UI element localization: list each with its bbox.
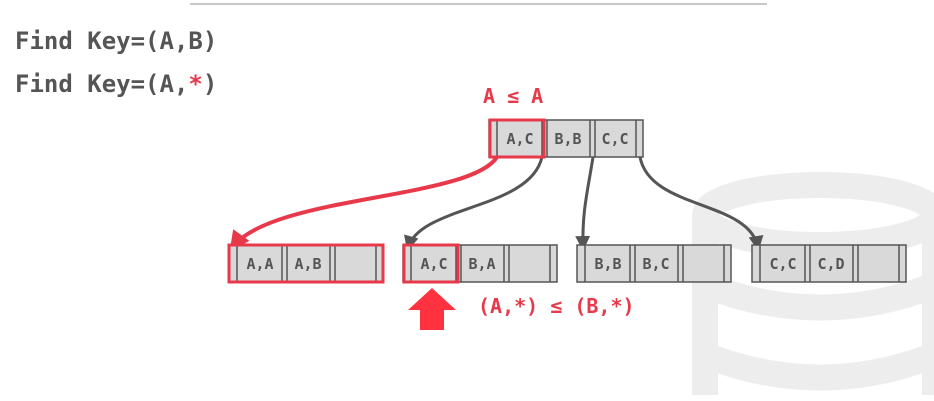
edge-root-to-leaf-1 [229,155,499,252]
query-exact: Find Key=(A,B) [15,27,218,55]
leaf-3-key-1: B,B [594,255,621,273]
edge-root-to-leaf-4 [638,156,764,251]
query-prefix: Find Key=(A,*) [15,70,217,98]
leaf-2-key-highlight [402,243,460,284]
leaf-4-key-1: C,C [769,255,796,273]
leaf-4-key-2: C,D [817,255,844,273]
query-wildcard: * [188,70,203,98]
query-prefix-text: Find Key=(A, [15,70,189,98]
leaf-node-1: A,A A,B [227,243,385,284]
leaf-1-key-1: A,A [246,255,273,273]
root-key-1: A,C [506,130,533,148]
up-arrow-icon [408,288,456,330]
top-divider [190,3,767,5]
leaf-2-key-1: A,C [420,255,447,273]
leaf-1-highlight [227,243,385,284]
leaf-node-2: A,C B,A [402,243,558,284]
leaf-3-key-2: B,C [642,255,669,273]
leaf-2-key-2: B,A [468,255,495,273]
leaf-node-4: C,C C,D [751,244,907,283]
root-key-3: C,C [601,130,628,148]
root-key-2: B,B [554,130,581,148]
root-key-highlight [488,118,546,159]
edge-root-to-leaf-3 [575,156,595,251]
root-comparison-label: A ≤ A [483,84,544,108]
leaf-node-3: B,B B,C [576,244,732,283]
root-node: A,C B,B C,C [488,118,644,159]
leaf-1-key-2: A,B [294,255,321,273]
database-cylinder-icon [692,172,934,395]
leaf-comparison-label: (A,*) ≤ (B,*) [478,294,635,318]
query-prefix-close: ) [202,70,218,98]
edge-root-to-leaf-2 [404,156,544,251]
